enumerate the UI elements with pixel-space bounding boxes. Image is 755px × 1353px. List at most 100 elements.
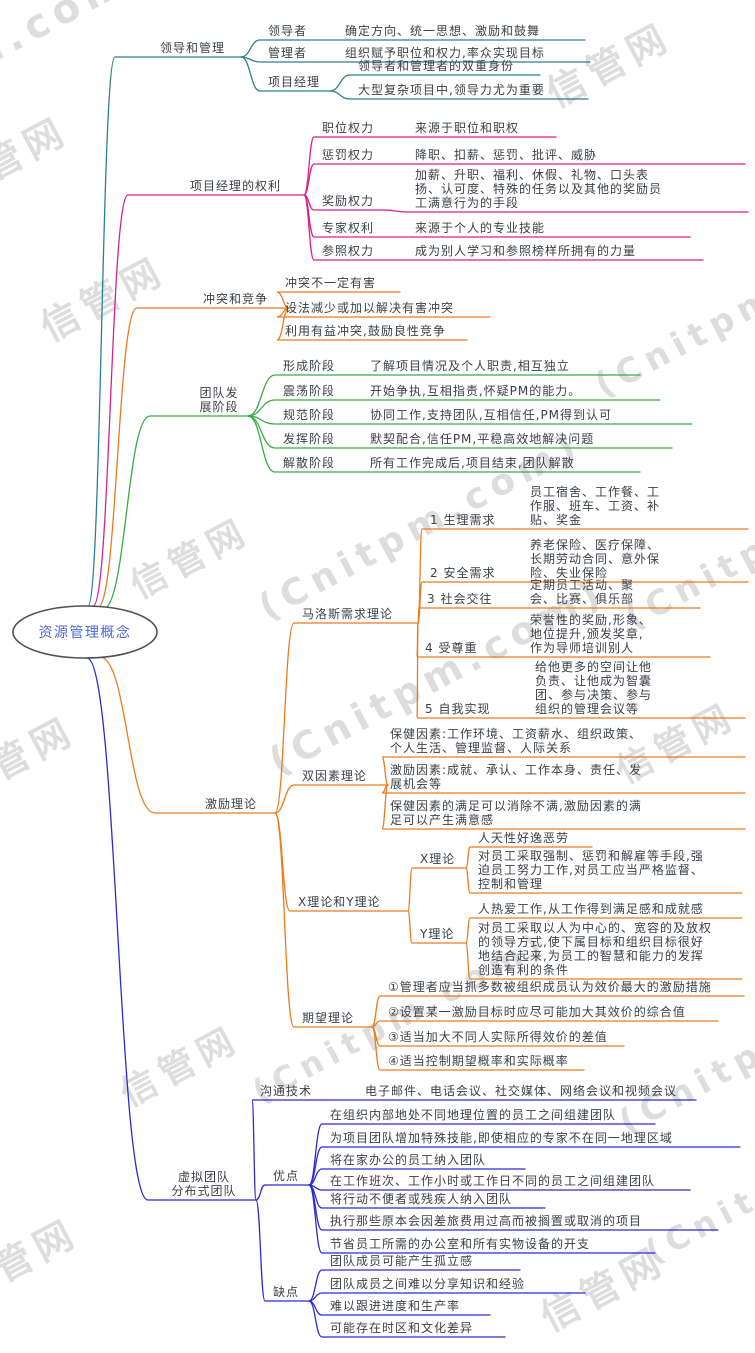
connector-b5x3 [308, 1300, 506, 1338]
connector-b5o2 [308, 1168, 526, 1186]
mindmap-node-b5o6: 节省员工所需的办公室和所有实物设备的开支 [330, 1237, 591, 1251]
connector-b3c4 [247, 415, 346, 473]
mindmap-node-b0c2v1: 大型复杂项目中,领导力尤为重要 [358, 83, 545, 97]
mindmap-node-b3c1v: 开始争执,互相指责,怀疑PM的能力。 [370, 384, 582, 398]
mindmap-node-b5c0: 沟通技术 [260, 1084, 313, 1098]
connector-b0 [87, 56, 242, 607]
connector-b3 [102, 415, 249, 610]
mindmap-node-b3: 团队发 展阶段 [199, 386, 239, 414]
connector-b2c2 [276, 307, 468, 341]
mindmap-node-b0c1v: 组织赋予职位和权力,率众实现目标 [345, 46, 545, 60]
mindmap-node-b5o0: 在组织内部地处不同地理位置的员工之间组建团队 [330, 1108, 617, 1122]
connector-b2 [97, 307, 290, 608]
connector-b4xb1 [465, 942, 743, 980]
mindmap-node-b3c3v: 默契配合,信任PM,平稳高效地解决问题 [370, 432, 595, 446]
mindmap-node-b5x2: 难以跟进进度和生产率 [330, 1299, 461, 1313]
mindmap-node-b1c3v: 来源于个人的专业技能 [415, 221, 546, 235]
mindmap-node-b3c3: 发挥阶段 [283, 432, 336, 446]
mindmap-node-b1c0: 职位权力 [322, 121, 375, 135]
mindmap-node-b1: 项目经理的权利 [190, 179, 282, 193]
mindmap-node-b5o5: 执行那些原本会因差旅费用过高而被搁置或取消的项目 [330, 1214, 643, 1228]
mindmap-node-b4xb0: 人热爱工作,从工作得到满足感和成就感 [478, 902, 704, 916]
connector-b5x [255, 1199, 310, 1302]
mindmap-node-b2: 冲突和竞争 [203, 292, 269, 306]
mindmap-node-b5o1: 为项目团队增加特殊技能,即使相应的专家不在同一地理区域 [330, 1131, 673, 1145]
mindmap-node-b4m0: 1 生理需求 [430, 513, 496, 527]
connector-b4m [274, 622, 419, 814]
mindmap-node-b5x1: 团队成员之间难以分享知识和经验 [330, 1277, 526, 1291]
mindmap-node-b4d2: 保健因素的满足可以消除不满,激励因素的满 足可以产生满意感 [390, 799, 642, 827]
mindmap-node-b5x3: 可能存在时区和文化差异 [330, 1321, 474, 1335]
mindmap-node-b1c4: 参照权力 [322, 244, 375, 258]
mindmap-node-b0c2: 项目经理 [268, 75, 321, 89]
mindmap-node-b2c1: 设法减少或加以解决有害冲突 [285, 301, 455, 315]
connector-b1c4 [303, 194, 385, 261]
connector-b4xa0 [465, 846, 593, 869]
mindmap-node-b4d0: 保健因素:工作环境、工资薪水、组织政策、 个人生活、管理监督、人际关系 [390, 727, 643, 755]
connector-b2c0 [276, 291, 401, 309]
mindmap-node-b4xb: Y理论 [420, 927, 455, 941]
mindmap-node-b4xa0: 人天性好逸恶劳 [478, 831, 570, 845]
mindmap-node-b1c4v: 成为别人学习和参照榜样所拥有的力量 [415, 244, 637, 258]
connector-b4xb0 [465, 917, 743, 944]
mindmap-node-b5x0: 团队成员可能产生孤立感 [330, 1254, 474, 1268]
mindmap-node-b4e0: ①管理者应当抓多数被组织成员认为效价最大的激励措施 [388, 980, 712, 994]
mindmap-node-b4m2: 3 社会交往 [427, 592, 493, 606]
connector-b0c0 [240, 39, 318, 58]
mindmap-node-b4m3: 4 受尊重 [425, 641, 478, 655]
mindmap-node-b4xa1: 对员工采取强制、惩罚和解雇等手段,强 迫员工努力工作,对员工应当严格监督、 控制… [478, 849, 704, 891]
mindmap-node-b1c1v: 降职、扣薪、惩罚、批评、威胁 [415, 148, 598, 162]
connector-b4e [274, 812, 373, 1028]
mindmap-node-b4m4: 5 自我实现 [425, 702, 491, 716]
mindmap-node-b5o4: 将行动不便者或残疾人纳入团队 [330, 1192, 513, 1206]
mindmap-node-b3c0v: 了解项目情况及个人职责,相互独立 [370, 359, 570, 373]
connector-b1 [92, 194, 305, 607]
connector-b4m2 [417, 607, 514, 624]
connector-b5o [255, 1184, 310, 1201]
connector-b4m4 [416, 622, 512, 719]
mindmap-node-b4m4v: 给他更多的空间让他 负责、让他成为智囊 团、参与决策、参与 组织的管理会议等 [535, 660, 653, 716]
connector-b4e0 [371, 995, 745, 1028]
mindmap-node-b1c2: 奖励权力 [322, 194, 375, 208]
mindmap-node-b4e3: ④适当控制期望概率和实际概率 [388, 1054, 569, 1068]
connector-b0c2 [240, 56, 331, 92]
connector-b4d0 [381, 756, 746, 786]
mindmap-node-b0c0: 领导者 [268, 24, 308, 38]
mindmap-node-b4m: 马洛斯需求理论 [302, 607, 394, 621]
mindmap-node-b4e2: ③适当加大不同人实际所得效价的差值 [388, 1030, 608, 1044]
connector-b0c1 [240, 56, 318, 63]
connector-b1c0 [303, 136, 385, 196]
mindmap-node-b5x: 缺点 [273, 1285, 300, 1299]
mindmap-node-b1c0v: 来源于职位和职权 [415, 121, 520, 135]
connector-b1c2v [383, 209, 749, 213]
mindmap-node-b0: 领导和管理 [160, 41, 226, 55]
connector-b5c0 [251, 1099, 323, 1201]
mindmap-node-b0c2v0: 领导者和管理者的双重身份 [358, 59, 515, 73]
connector-b5o6 [308, 1184, 656, 1254]
mindmap-node-b5c0v: 电子邮件、电话会议、社交媒体、网络会议和视频会议 [365, 1084, 678, 1098]
connector-b3c1 [247, 399, 346, 417]
mindmap-node-b0c1: 管理者 [268, 46, 308, 60]
connector-b1c1 [303, 163, 385, 196]
mindmap-node-b4m2v: 定期员工活动、聚 会、比赛、俱乐部 [530, 578, 635, 606]
connector-b0c2v1 [329, 90, 589, 100]
connector-b5 [86, 657, 257, 1201]
connector-b4d2 [381, 784, 746, 830]
mindmap-node-b4: 激励理论 [205, 797, 258, 811]
mindmap-node-b2c2: 利用有益冲突,鼓励良性竞争 [285, 324, 446, 338]
connector-b5x0 [308, 1269, 521, 1302]
mindmap-node-b0c0v: 确定方向、统一思想、激励和鼓舞 [345, 24, 541, 38]
mindmap-node-b1c1: 惩罚权力 [322, 148, 375, 162]
mindmap-node-b4d1: 激励因素:成就、承认、工作本身、责任、发 展机会等 [390, 763, 643, 791]
connector-b4xa [407, 867, 467, 912]
mindmap-node-b5: 虚拟团队 分布式团队 [171, 1170, 237, 1198]
mindmap-node-b4xa: X理论 [420, 852, 456, 866]
mindmap-node-b4d: 双因素理论 [302, 769, 368, 783]
mindmap-node-b5o: 优点 [273, 1169, 300, 1183]
mindmap-node-b5o3: 在工作班次、工作小时或工作日不同的员工之间组建团队 [330, 1174, 656, 1188]
mindmap-node-b3c2: 规范阶段 [283, 408, 336, 422]
mindmap-node-b3c2v: 协同工作,支持团队,互相信任,PM得到认可 [370, 408, 613, 422]
connector-b4xb [407, 910, 467, 944]
root-ellipse [12, 605, 158, 659]
